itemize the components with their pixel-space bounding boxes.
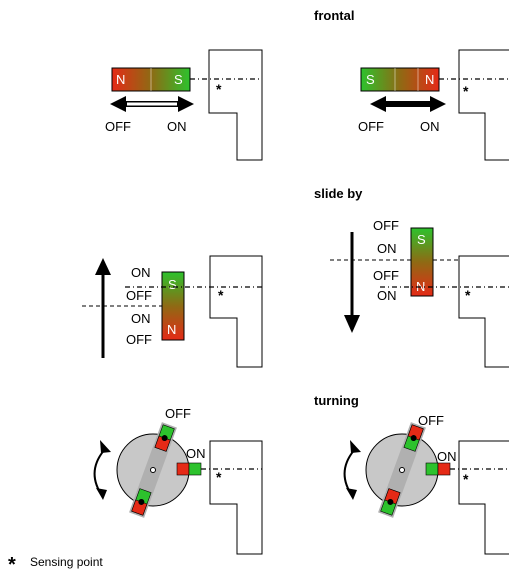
section-title-frontal: frontal [314, 8, 354, 23]
turning-left-group: OFF ON * [93, 406, 263, 555]
on-label: ON [420, 119, 440, 134]
sensor-housing [458, 255, 509, 368]
on-label: ON [131, 265, 151, 280]
rotation-arrow-head-icon [100, 440, 111, 453]
sensing-point-icon: * [463, 83, 469, 99]
frontal-right-group: S N OFF ON * [358, 49, 509, 161]
rotation-arrow-head-icon [96, 488, 107, 500]
sensing-point-icon: * [216, 469, 222, 485]
south-pole-label: S [174, 72, 183, 87]
off-label: OFF [418, 413, 444, 428]
on-label: ON [437, 449, 457, 464]
edge-magnet-south [425, 462, 439, 476]
turning-right-group: OFF ON * [343, 413, 509, 555]
sensor-housing [458, 440, 509, 555]
rotation-arrow [93, 447, 107, 495]
south-pole-label: S [168, 277, 177, 292]
off-label: OFF [126, 288, 152, 303]
rotation-arrow-head-icon [346, 488, 357, 500]
off-label: OFF [373, 268, 399, 283]
frontal-left-group: N S OFF ON * [105, 49, 263, 161]
on-label: ON [377, 241, 397, 256]
down-arrow-icon [344, 315, 360, 333]
up-arrow-icon [95, 258, 111, 275]
sensing-point-icon: * [216, 81, 222, 97]
off-label: OFF [126, 332, 152, 347]
section-title-slide-by: slide by [314, 186, 363, 201]
slide-right-group: S N OFF ON OFF ON * [330, 218, 509, 368]
sensor-housing [458, 49, 509, 161]
rotation-arrow-head-icon [350, 440, 361, 453]
disk-axle [150, 467, 156, 473]
sensing-point-icon: * [463, 471, 469, 487]
sensor-housing [209, 255, 263, 368]
south-pole-label: S [417, 232, 426, 247]
north-pole-label: N [167, 322, 176, 337]
rotation-arrow [343, 447, 357, 495]
vertical-magnet [410, 227, 434, 297]
sensing-point-icon: * [218, 287, 224, 303]
north-pole-label: N [425, 72, 434, 87]
edge-magnet-north [437, 462, 451, 476]
legend-text: Sensing point [30, 555, 103, 569]
edge-magnet-north [176, 462, 190, 476]
off-label: OFF [105, 119, 131, 134]
disk-axle [399, 467, 405, 473]
sensing-point-icon: * [465, 287, 471, 303]
on-label: ON [186, 446, 206, 461]
slide-left-group: S N ON OFF ON OFF * [82, 255, 263, 368]
double-arrow-icon [370, 96, 446, 112]
south-pole-label: S [366, 72, 375, 87]
north-pole-label: N [116, 72, 125, 87]
on-label: ON [377, 288, 397, 303]
off-label: OFF [358, 119, 384, 134]
on-label: ON [167, 119, 187, 134]
legend-star-icon: * [8, 554, 16, 573]
section-title-turning: turning [314, 393, 359, 408]
off-label: OFF [165, 406, 191, 421]
edge-magnet-south [188, 462, 202, 476]
sensor-housing [209, 440, 263, 555]
on-label: ON [131, 311, 151, 326]
off-label: OFF [373, 218, 399, 233]
legend: * Sensing point [8, 554, 103, 573]
sensor-housing [208, 49, 263, 161]
